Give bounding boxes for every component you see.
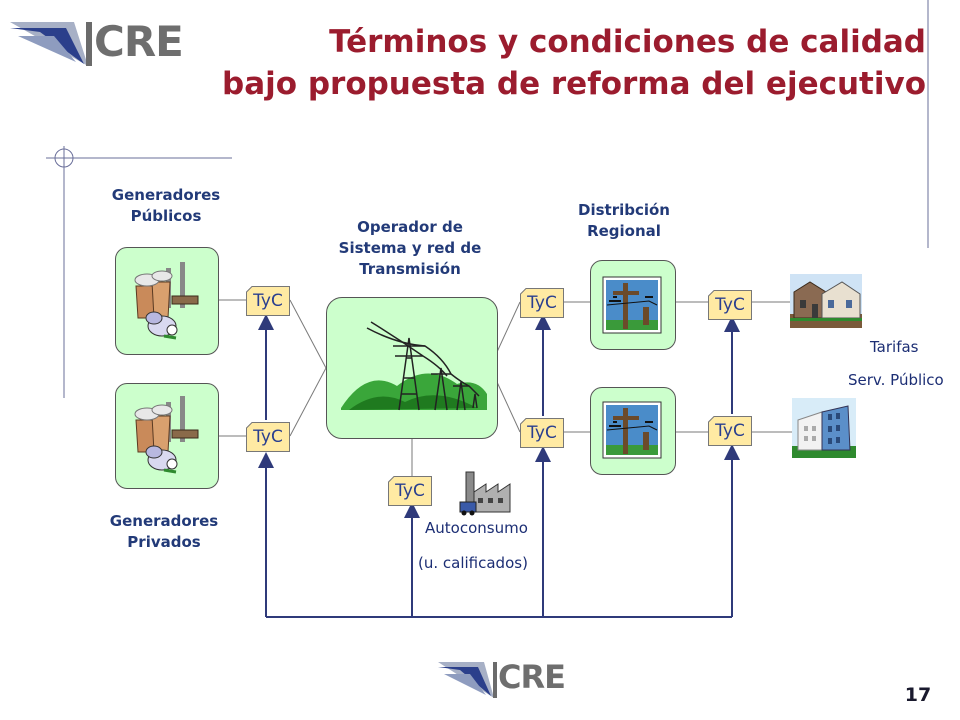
buildings-icon xyxy=(792,398,856,458)
generadores-publicos-box xyxy=(115,247,219,355)
tyc-tag: TyC xyxy=(708,290,752,320)
tyc-label: TyC xyxy=(715,421,745,441)
cre-logo-text: CRE xyxy=(94,17,184,66)
tyc-label: TyC xyxy=(527,293,557,313)
distribucion-box-1 xyxy=(590,260,676,350)
tyc-tag: TyC xyxy=(520,418,564,448)
power-plant-icon xyxy=(134,262,199,340)
generadores-privados-box xyxy=(115,383,219,489)
serv-publico-label: Serv. Público xyxy=(848,371,944,389)
tyc-tag: TyC xyxy=(708,416,752,446)
operador-box xyxy=(326,297,498,439)
tyc-tag: TyC xyxy=(388,476,432,506)
factory-icon xyxy=(458,468,522,516)
page-title-line2: bajo propuesta de reforma del ejecutivo xyxy=(222,66,926,102)
tyc-tag: TyC xyxy=(246,286,290,316)
power-plant-icon xyxy=(134,396,199,474)
cre-logo-top: CRE xyxy=(10,8,190,70)
tyc-label: TyC xyxy=(527,423,557,443)
tyc-tag: TyC xyxy=(520,288,564,318)
autoconsumo-label: Autoconsumo xyxy=(425,519,528,537)
tyc-tag: TyC xyxy=(246,422,290,452)
utility-pole-icon xyxy=(602,276,662,334)
houses-icon xyxy=(790,274,862,328)
generadores-privados-label: Generadores Privados xyxy=(109,512,219,551)
utility-pole-icon xyxy=(602,401,662,459)
cre-logo-bottom: CRE xyxy=(438,652,568,702)
transmission-tower-icon xyxy=(341,321,487,411)
page-number: 17 xyxy=(904,684,932,706)
tyc-label: TyC xyxy=(253,291,283,311)
tyc-label: TyC xyxy=(253,427,283,447)
distribucion-box-2 xyxy=(590,387,676,475)
autoconsumo-sub-label: (u. calificados) xyxy=(418,554,528,572)
generadores-publicos-label: Generadores Públicos xyxy=(111,186,221,225)
tarifas-label: Tarifas xyxy=(870,338,919,356)
tyc-label: TyC xyxy=(395,481,425,501)
cre-logo-text: CRE xyxy=(498,658,566,696)
tyc-label: TyC xyxy=(715,295,745,315)
page-title-line1: Términos y condiciones de calidad xyxy=(329,24,926,60)
distribucion-label: Distribción Regional xyxy=(578,201,670,240)
operador-label: Operador de Sistema y red de Transmisión xyxy=(338,218,482,278)
